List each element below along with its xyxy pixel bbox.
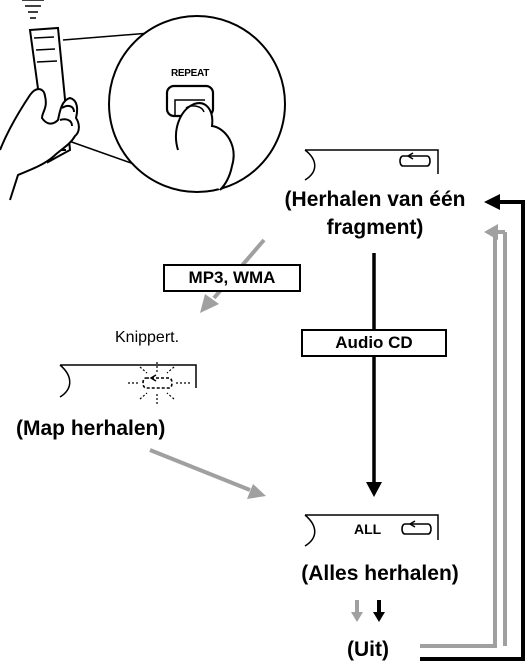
audio-cd-label: Audio CD [301, 329, 447, 357]
gray-return-arrow-head [484, 224, 507, 646]
repeat-button-label: REPEAT [170, 68, 210, 79]
all-repeat-caption: (Alles herhalen) [301, 562, 459, 585]
mp3-wma-label: MP3, WMA [163, 264, 301, 292]
folder-to-all-arrow [149, 448, 266, 499]
black-return-loop [420, 194, 525, 661]
blink-label: Knippert. [115, 329, 180, 346]
all-to-off-arrows [351, 600, 385, 622]
display-repeat-one [304, 149, 439, 181]
display-repeat-all [304, 514, 439, 547]
off-caption: (Uit) [347, 638, 389, 661]
all-display-text: ALL [354, 521, 382, 537]
display-folder-repeat [59, 362, 197, 404]
audio-cd-path-arrow [366, 253, 382, 497]
repeat-one-caption-line2: fragment) [326, 216, 424, 239]
repeat-button-closeup [108, 15, 286, 193]
folder-repeat-caption: (Map herhalen) [16, 417, 166, 440]
repeat-one-caption-line1: (Herhalen van één [284, 188, 466, 211]
hand-icon [0, 88, 80, 201]
